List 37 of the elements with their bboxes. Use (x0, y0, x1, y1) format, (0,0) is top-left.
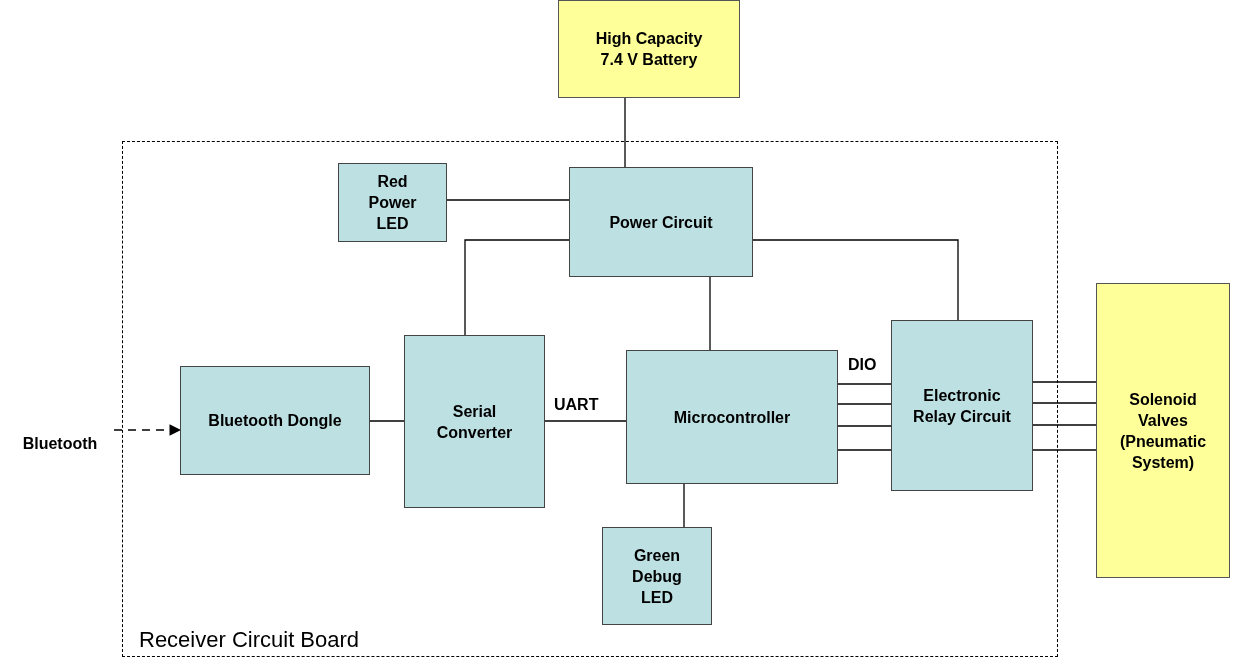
block-label: Electronic Relay Circuit (912, 385, 1012, 427)
component-box (1096, 283, 1230, 578)
connection-line (709, 276, 711, 351)
block-label: Microcontroller (673, 407, 791, 428)
circuit-block (602, 527, 712, 625)
block-label: Serial Converter (435, 401, 514, 443)
connection-line (446, 199, 570, 201)
circuit-block (891, 320, 1033, 491)
block-label: Bluetooth Dongle (208, 411, 342, 431)
connection-line (837, 449, 892, 451)
connection-line (1032, 424, 1097, 426)
block-label: Power Circuit (609, 212, 713, 233)
component-box (558, 0, 740, 98)
connection-line (464, 239, 570, 336)
circuit-block (569, 167, 753, 277)
block-label: Green Debug LED (631, 545, 683, 608)
connection-line (544, 420, 627, 422)
signal-name: Bluetooth (22, 433, 98, 454)
circuit-block (180, 366, 370, 475)
circuit-block (626, 350, 838, 484)
connection-line (1032, 449, 1097, 451)
circuit-block (338, 163, 447, 242)
board-title: Receiver Circuit Board (139, 629, 360, 650)
connection-line (837, 403, 892, 405)
block-label: High Capacity 7.4 V Battery (594, 29, 704, 70)
connection-line (624, 97, 626, 168)
connection-line (1032, 402, 1097, 404)
connection-line (837, 383, 892, 385)
connection-line (369, 420, 405, 422)
circuit-block (404, 335, 545, 508)
connection-line (1032, 381, 1097, 383)
arrow (113, 424, 182, 436)
connection-line (837, 425, 892, 427)
block-label: Red Power LED (367, 172, 418, 234)
block-label: Solenoid Valves (Pneumatic System) (1118, 389, 1208, 473)
connection-line (683, 483, 685, 528)
connection-line (752, 239, 959, 321)
